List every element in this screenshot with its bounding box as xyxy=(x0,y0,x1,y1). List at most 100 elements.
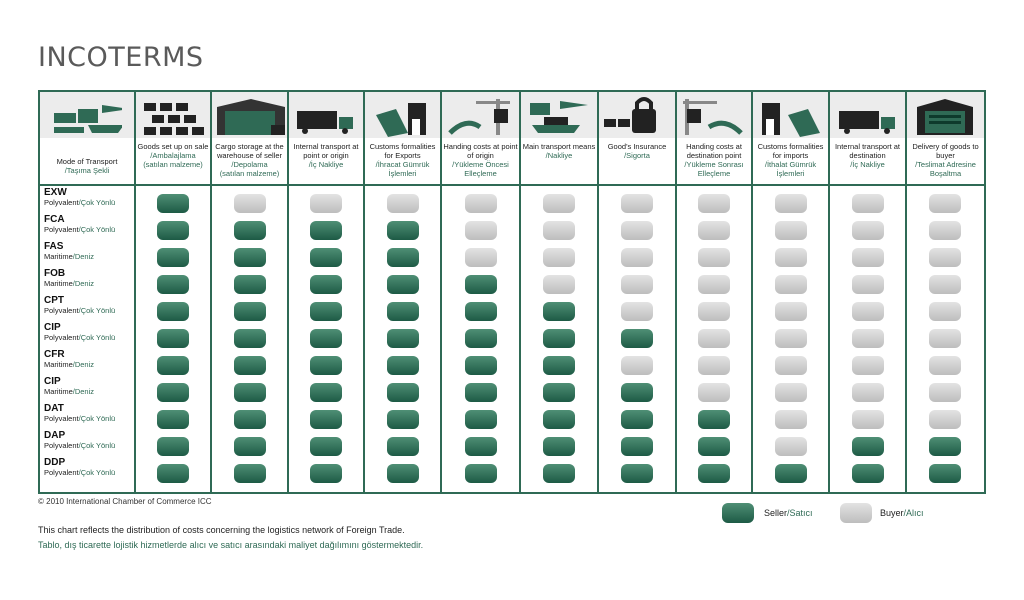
column-header-tr: /Depolama xyxy=(231,160,268,169)
column-4: Internal transport at point or origin/İç… xyxy=(289,92,365,492)
incoterm-mode-en: Maritime xyxy=(44,252,73,261)
buyer-cell xyxy=(310,194,342,213)
seller-cell xyxy=(698,437,730,456)
buyer-cell xyxy=(698,383,730,402)
column-header-label: Goods set up on sale/Ambalajlama(satılan… xyxy=(136,139,210,183)
buyer-cell xyxy=(852,356,884,375)
column-8: Good's Insurance/Sigorta xyxy=(599,92,677,492)
incoterm-code: CIP xyxy=(44,322,61,333)
legend-seller-label-tr: /Satıcı xyxy=(787,508,813,518)
buyer-cell xyxy=(929,221,961,240)
column-icon-area xyxy=(830,92,905,138)
buyer-cell xyxy=(852,383,884,402)
column-header-en: Goods set up on sale xyxy=(137,142,209,151)
column-header-tr: /İthalat Gümrük xyxy=(764,160,817,169)
buyer-cell xyxy=(775,221,807,240)
buyer-cell xyxy=(775,410,807,429)
column-header-tr: /İhracat Gümrük xyxy=(375,160,430,169)
incoterm-mode: Polyvalent/Çok Yönlü xyxy=(44,441,134,451)
seller-cell xyxy=(310,221,342,240)
column-header-label: Main transport means/Nakliye xyxy=(521,139,597,183)
incoterm-mode: Polyvalent/Çok Yönlü xyxy=(44,198,134,208)
buyer-cell xyxy=(852,248,884,267)
note-turkish: Tablo, dış ticarette lojistik hizmetlerd… xyxy=(38,540,424,550)
seller-cell xyxy=(465,410,497,429)
column-header-sub: Elleçleme xyxy=(464,169,497,178)
seller-cell xyxy=(387,437,419,456)
incoterm-code: CPT xyxy=(44,295,64,306)
seller-cell xyxy=(698,464,730,483)
column-icon-area xyxy=(753,92,828,138)
buyer-cell xyxy=(775,329,807,348)
incoterm-mode-en: Polyvalent xyxy=(44,441,79,450)
header-divider xyxy=(521,184,597,186)
seller-cell xyxy=(543,383,575,402)
column-icon-area xyxy=(677,92,751,138)
incoterm-mode-tr: /Deniz xyxy=(72,360,95,369)
seller-cell xyxy=(465,356,497,375)
column-header-en: Customs formalities for imports xyxy=(757,142,824,160)
seller-cell xyxy=(234,356,266,375)
buyer-cell xyxy=(465,221,497,240)
incoterm-mode-en: Maritime xyxy=(44,387,73,396)
buyer-cell xyxy=(465,194,497,213)
note-english: This chart reflects the distribution of … xyxy=(38,525,405,535)
column-header-tr: /Ambalajlama xyxy=(150,151,196,160)
column-header-tr: /Nakliye xyxy=(545,151,573,160)
column-icon-area xyxy=(521,92,597,138)
legend-buyer-label-tr: /Alıcı xyxy=(903,508,924,518)
column-header-en: Customs formalities for Exports xyxy=(369,142,436,160)
buyer-cell xyxy=(775,248,807,267)
column-header-sub: İşlemleri xyxy=(388,169,417,178)
transport-modes-icon xyxy=(54,105,122,133)
column-header-tr: /Sigorta xyxy=(624,151,650,160)
incoterm-mode-en: Polyvalent xyxy=(44,225,79,234)
column-header-sub: (satılan malzeme) xyxy=(219,169,280,178)
seller-cell xyxy=(157,302,189,321)
seller-cell xyxy=(234,329,266,348)
incoterm-mode-tr: /Deniz xyxy=(72,252,95,261)
incoterm-mode-en: Maritime xyxy=(44,279,73,288)
column-header-label: Customs formalities for Exports/İhracat … xyxy=(365,139,440,183)
incoterm-mode-en: Polyvalent xyxy=(44,198,79,207)
seller-cell xyxy=(234,302,266,321)
column-header-sub: (satılan malzeme) xyxy=(143,160,203,169)
buyer-cell xyxy=(465,248,497,267)
incoterm-mode-tr: /Çok Yönlü xyxy=(78,198,116,207)
seller-cell xyxy=(387,275,419,294)
buyer-cell xyxy=(543,275,575,294)
seller-cell xyxy=(234,275,266,294)
column-header-en: Internal transport at destination xyxy=(834,142,901,160)
incoterm-mode: Polyvalent/Çok Yönlü xyxy=(44,333,134,343)
buyer-cell xyxy=(698,356,730,375)
column-12: Delivery of goods to buyer/Teslimat Adre… xyxy=(907,92,984,492)
buyer-cell xyxy=(852,221,884,240)
seller-cell xyxy=(465,464,497,483)
header-divider xyxy=(289,184,363,186)
seller-cell xyxy=(387,221,419,240)
customs-export-icon xyxy=(375,103,426,137)
buyer-cell xyxy=(387,194,419,213)
incoterm-code: EXW xyxy=(44,187,67,198)
truck-destination-icon xyxy=(838,111,895,134)
column-header-label: Handing costs at destination point/Yükle… xyxy=(677,139,751,183)
column-icon-area xyxy=(599,92,675,138)
incoterm-mode: Maritime/Deniz xyxy=(44,360,134,370)
seller-cell xyxy=(234,383,266,402)
column-icon-area xyxy=(289,92,363,138)
buyer-cell xyxy=(621,248,653,267)
header-divider xyxy=(599,184,675,186)
buyer-cell xyxy=(929,275,961,294)
column-icon-area xyxy=(212,92,287,138)
seller-cell xyxy=(929,464,961,483)
column-header-label: Internal transport at point or origin/İç… xyxy=(289,139,363,183)
seller-cell xyxy=(157,464,189,483)
seller-cell xyxy=(543,437,575,456)
incoterm-mode-tr: /Çok Yönlü xyxy=(78,306,116,315)
